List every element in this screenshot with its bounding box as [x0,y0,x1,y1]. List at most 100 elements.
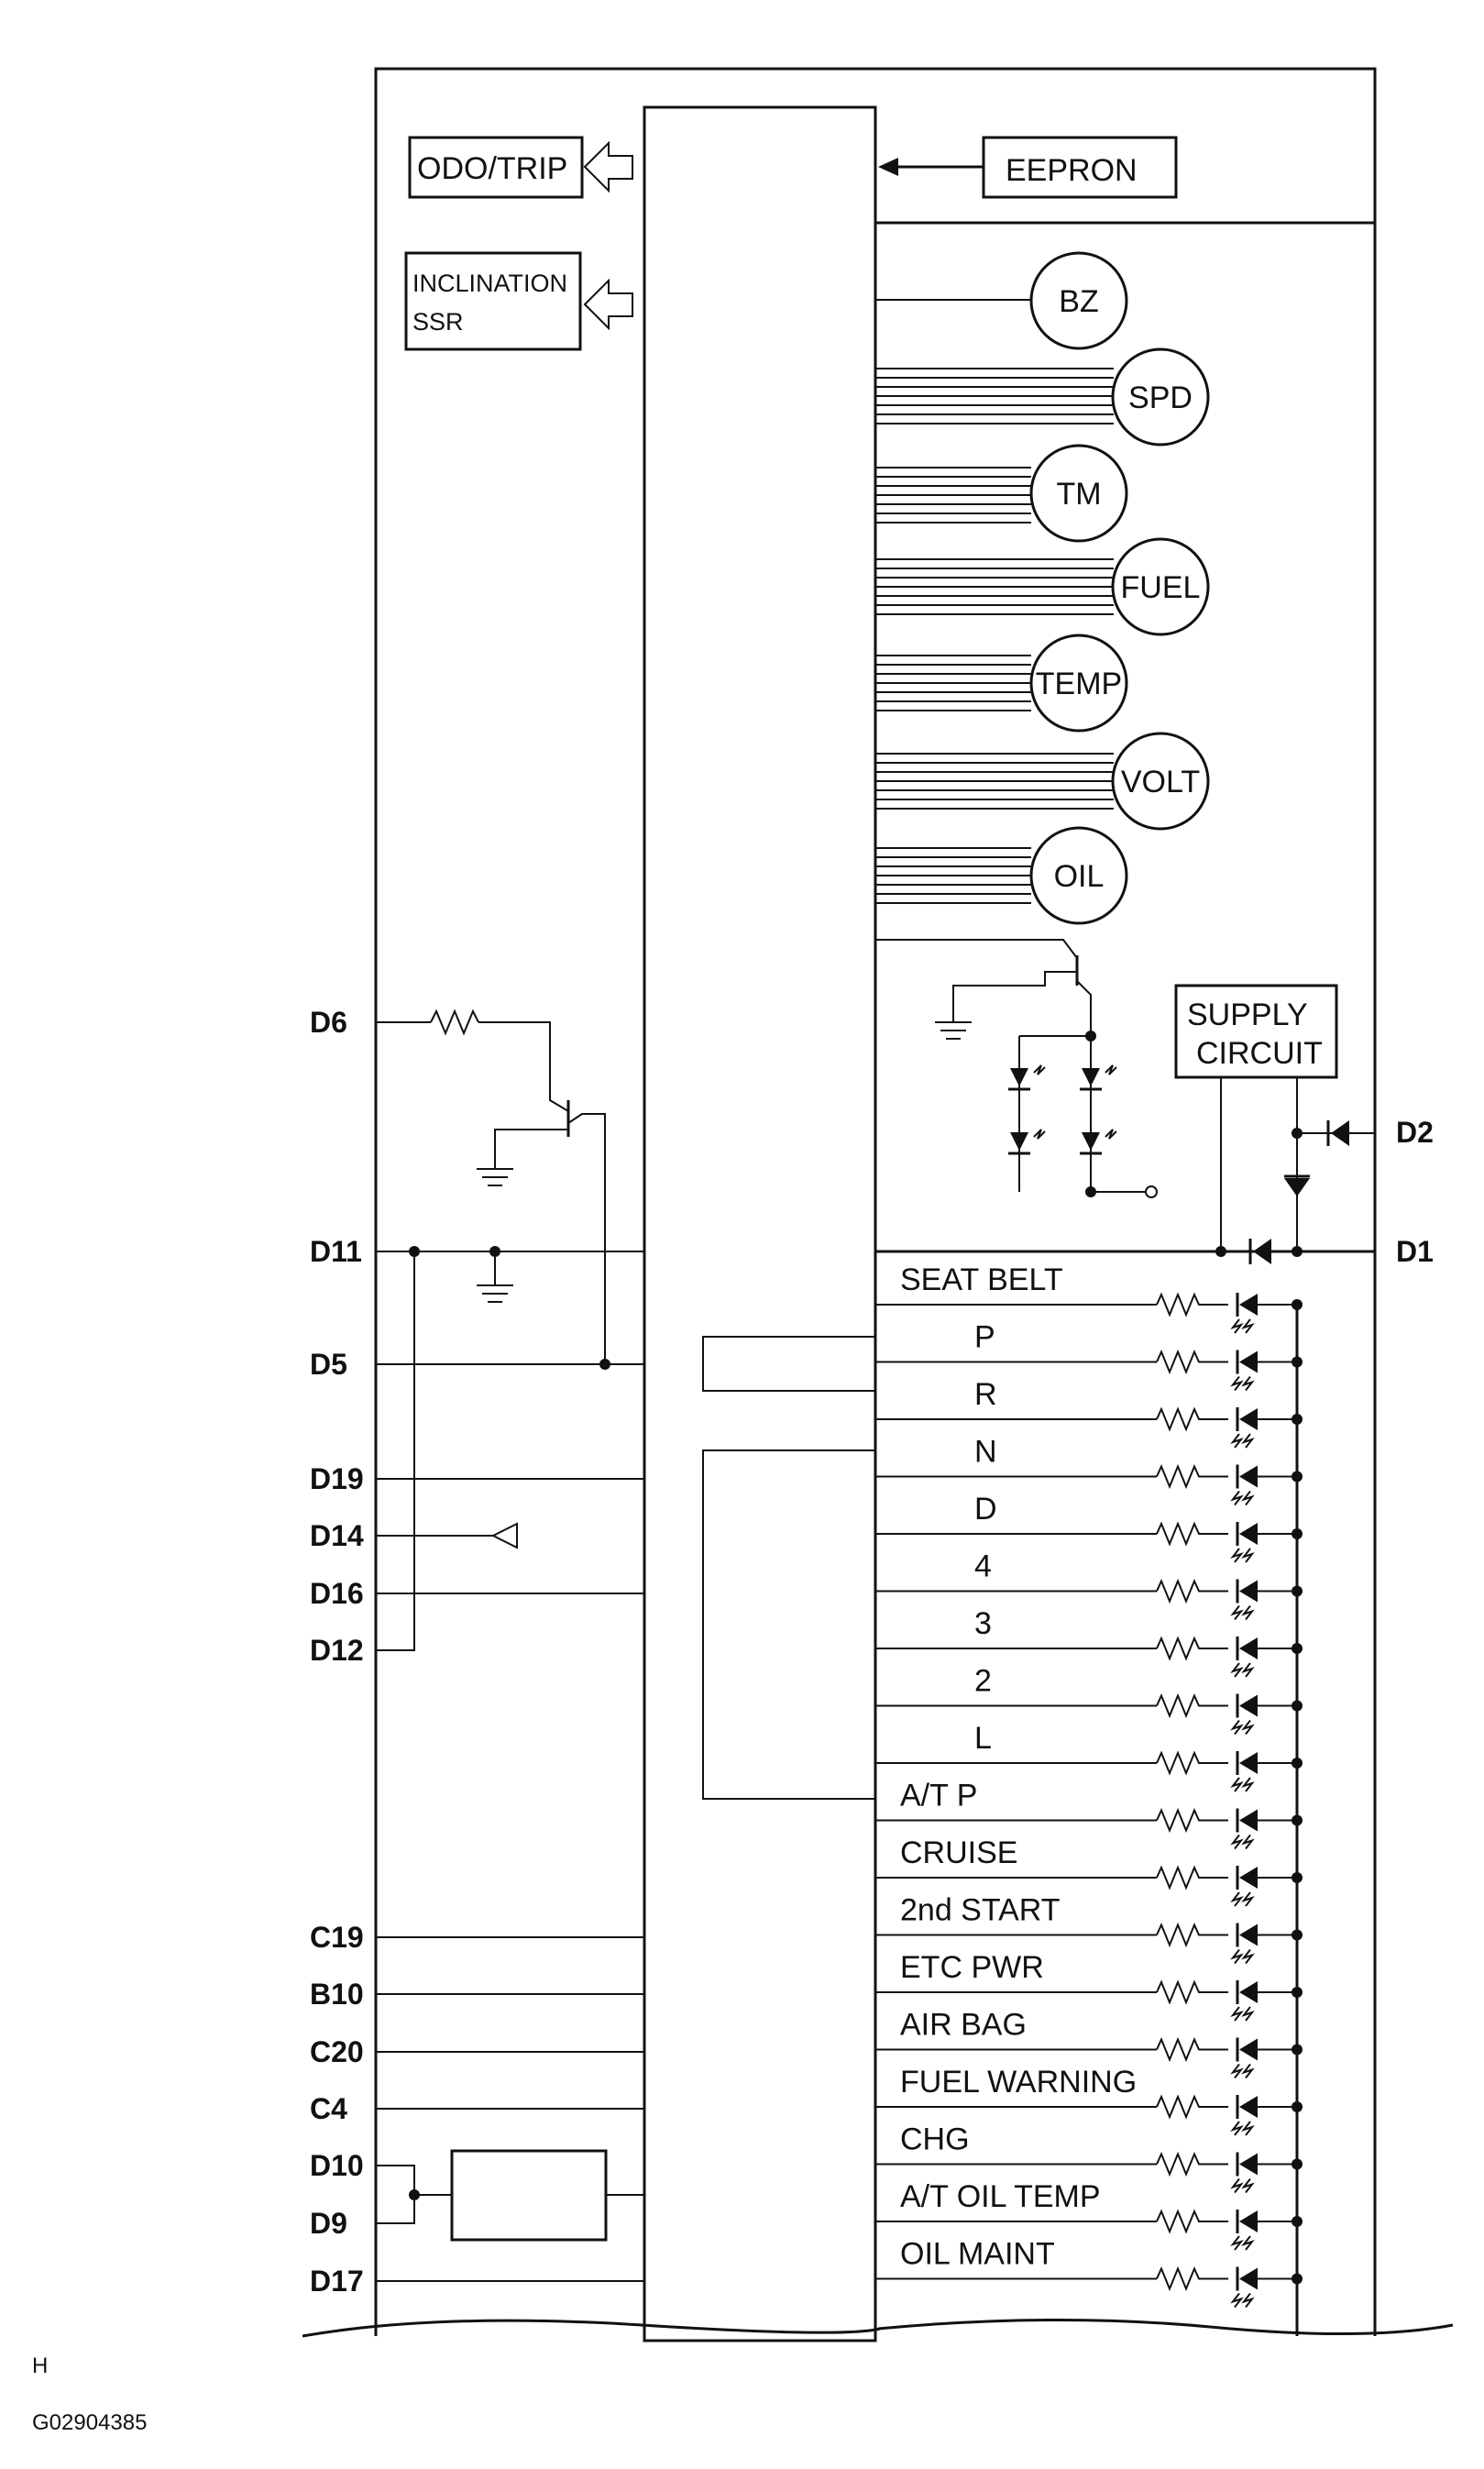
bottom-wave-right [877,2318,1454,2336]
bus-junction [1292,1987,1303,1998]
pin-d17: D17 [310,2265,364,2298]
bus-junction [1292,1643,1303,1654]
bus-junction [1292,1814,1303,1826]
left-pin-labels: D6 D11 D5 D19 D14 D16 D12 C19 B10 C20 C4… [310,1006,364,2298]
led-icon [1239,2153,1258,2176]
indicator-row: CHG [875,2122,1303,2194]
bus-junction [1292,1528,1303,1539]
led-icon [1239,1350,1258,1373]
bus-junction [1292,1872,1303,1883]
resistor-icon [1156,2036,1228,2063]
pin-d2: D2 [1396,1116,1434,1149]
bus-junction [1292,2158,1303,2170]
indicator-label: D [974,1492,997,1527]
led-icon [1239,2210,1258,2232]
bus-junction [1292,2101,1303,2112]
bus-junction [1292,2216,1303,2227]
resistor-icon [1156,2094,1228,2120]
indicator-label: R [974,1377,997,1412]
indicator-row: 2nd START [875,1893,1303,1965]
led-icon [1239,1923,1258,1946]
gauge-spd: SPD [1111,347,1210,446]
gauge-volt: VOLT [1111,732,1210,831]
indicator-row: P [875,1320,1303,1392]
indicator-label: OIL MAINT [900,2237,1055,2272]
pin-d1: D1 [1396,1235,1434,1268]
pin-c19: C19 [310,1921,364,1954]
bus-junction [1292,1414,1303,1425]
eeprom-arrowhead [878,158,898,176]
footer-code-letter: H [32,2353,48,2378]
inclination-label-1: INCLINATION [412,270,567,297]
svg-text:TEMP: TEMP [1036,667,1122,701]
indicator-label: 2 [974,1664,992,1699]
led-icon [1239,1580,1258,1603]
resistor-icon [1156,1692,1228,1719]
resistor-icon [1156,1865,1228,1890]
svg-text:SPD: SPD [1128,380,1193,415]
led-icon [1239,1694,1258,1717]
bus-junction [1292,1758,1303,1769]
gauge-temp: TEMP [1029,634,1128,733]
pin-d5: D5 [310,1348,347,1381]
inclination-arrow [583,278,633,331]
led-icon [1239,1752,1258,1774]
led-icon [1239,1294,1258,1316]
indicator-label: A/T OIL TEMP [900,2179,1101,2214]
led-icon [1239,1637,1258,1659]
bus-junction [1292,2044,1303,2056]
inclination-label-2: SSR [412,308,464,336]
svg-text:FUEL: FUEL [1121,570,1201,605]
central-ic [643,105,877,2342]
bus-junction [1292,1299,1303,1310]
indicator-row: CRUISE [875,1835,1303,1907]
pin-d14: D14 [310,1519,364,1552]
pin-d11: D11 [310,1235,362,1268]
supply-label-2: CIRCUIT [1196,1036,1323,1071]
footer-figure-id: G02904385 [32,2410,147,2435]
indicator-label: CHG [900,2122,970,2157]
resistor-icon [1156,1807,1228,1834]
indicator-label: A/T P [900,1779,977,1813]
pin-d6: D6 [310,1006,347,1039]
supply-label-1: SUPPLY [1187,998,1308,1032]
bus-junction [1292,1471,1303,1483]
indicator-label: 4 [974,1549,992,1584]
resistor-icon [1156,1463,1228,1490]
odo-trip-box [408,136,584,199]
resistor-icon [1156,2209,1228,2234]
gauge-fuel: FUEL [1111,537,1210,636]
resistor-icon [1156,1292,1228,1317]
odo-arrow [583,140,633,193]
indicator-row: A/T P [875,1779,1303,1850]
gauge-bus-lines [875,299,1114,904]
indicator-label: N [974,1435,997,1470]
indicator-row: N [875,1435,1303,1506]
bus-junction [1292,1929,1303,1941]
illumination-circuit [875,939,1158,1198]
indicator-label: 3 [974,1606,992,1641]
resistor-icon [1156,1349,1228,1375]
indicator-row: 2 [875,1664,1303,1736]
pin-d10: D10 [310,2149,364,2182]
resistor-icon [1156,1521,1228,1547]
indicator-label: L [974,1721,992,1756]
resistor-icon [1156,1750,1228,1776]
indicator-row: ETC PWR [875,1950,1303,2022]
indicator-label: P [974,1320,995,1355]
indicator-row: AIR BAG [875,2008,1303,2079]
svg-text:BZ: BZ [1059,284,1098,319]
svg-text:OIL: OIL [1054,859,1105,894]
indicator-row: 4 [875,1549,1303,1621]
led-icon [1239,1465,1258,1488]
indicator-label: SEAT BELT [900,1262,1063,1297]
indicator-label: AIR BAG [900,2008,1027,2043]
indicator-row: OIL MAINT [875,2237,1303,2309]
resistor-icon [1156,1922,1228,1948]
led-icon [1239,1809,1258,1832]
left-pin-wiring [376,1009,644,2282]
gauge-bz: BZ [1029,251,1128,350]
pin-c4: C4 [310,2092,347,2125]
indicator-label: ETC PWR [900,1950,1044,1985]
